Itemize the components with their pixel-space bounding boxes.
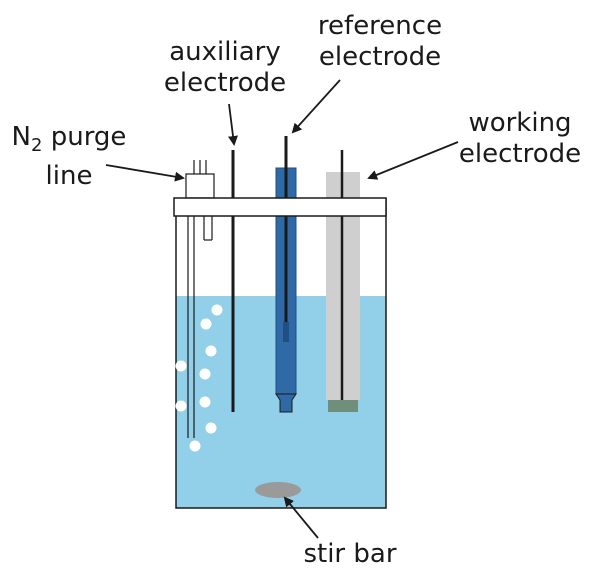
stir-bar-label: stir bar <box>285 539 415 570</box>
purge-line-label: N2 purge line <box>4 122 134 192</box>
purge-symbol: N <box>11 122 31 152</box>
reference-electrode <box>275 136 297 413</box>
beaker <box>175 198 387 509</box>
working-label-line1: working <box>468 108 572 138</box>
purge-arrow <box>105 164 185 182</box>
reference-electrode-label: reference electrode <box>310 11 450 73</box>
reference-arrow <box>291 79 341 134</box>
stir-bar-arrow <box>283 496 319 539</box>
working-arrow <box>367 141 459 180</box>
reference-label-line2: electrode <box>318 42 442 72</box>
working-label-line2: electrode <box>458 139 582 169</box>
stir-label-line1: stir bar <box>303 539 397 569</box>
gas-bubbles <box>175 304 223 452</box>
purge-subscript: 2 <box>31 135 43 157</box>
working-electrode <box>326 150 360 412</box>
auxiliary-label-line2: electrode <box>163 68 287 98</box>
auxiliary-electrode-label: auxiliary electrode <box>160 37 290 99</box>
purge-label-line1: N2 purge <box>4 122 134 161</box>
auxiliary-arrow <box>228 103 238 146</box>
purge-line-tubes <box>185 160 215 438</box>
purge-rest: purge <box>42 122 127 152</box>
cell-cap <box>173 197 387 217</box>
purge-label-line2: line <box>45 161 93 192</box>
working-electrode-label: working electrode <box>450 108 590 170</box>
auxiliary-label-line1: auxiliary <box>169 37 281 67</box>
reference-label-line1: reference <box>317 11 443 41</box>
stir-bar <box>255 482 301 498</box>
